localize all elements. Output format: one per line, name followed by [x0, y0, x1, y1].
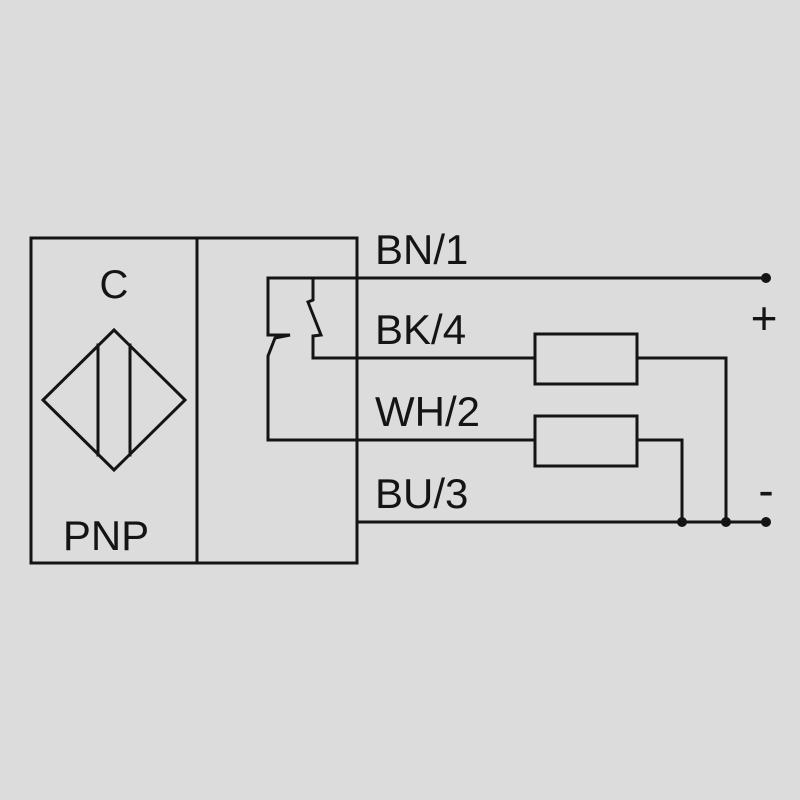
- sensor-type-letter: C: [100, 263, 129, 307]
- load-2-return-wire: [635, 438, 684, 524]
- output-type-label: PNP: [63, 512, 149, 559]
- capacitive-sensor-icon: [40, 327, 188, 473]
- terminal-plus-dot: [761, 273, 771, 283]
- junction-dot-load-1: [721, 517, 731, 527]
- load-resistor-1: [533, 332, 639, 386]
- wire-label-wh: WH/2: [375, 388, 480, 435]
- wire-label-bk: BK/4: [375, 306, 466, 353]
- junction-dot-load-2: [677, 517, 687, 527]
- sensor-body: [29, 236, 359, 565]
- wire-label-bu: BU/3: [375, 470, 468, 517]
- load-1-return-wire: [635, 356, 728, 524]
- terminal-minus-dot: [761, 517, 771, 527]
- positive-terminal-label: +: [751, 292, 778, 344]
- switch-contacts-icon: [266, 276, 324, 442]
- wire-label-bn: BN/1: [375, 226, 468, 273]
- load-resistor-2: [533, 414, 639, 468]
- negative-terminal-label: -: [758, 464, 773, 516]
